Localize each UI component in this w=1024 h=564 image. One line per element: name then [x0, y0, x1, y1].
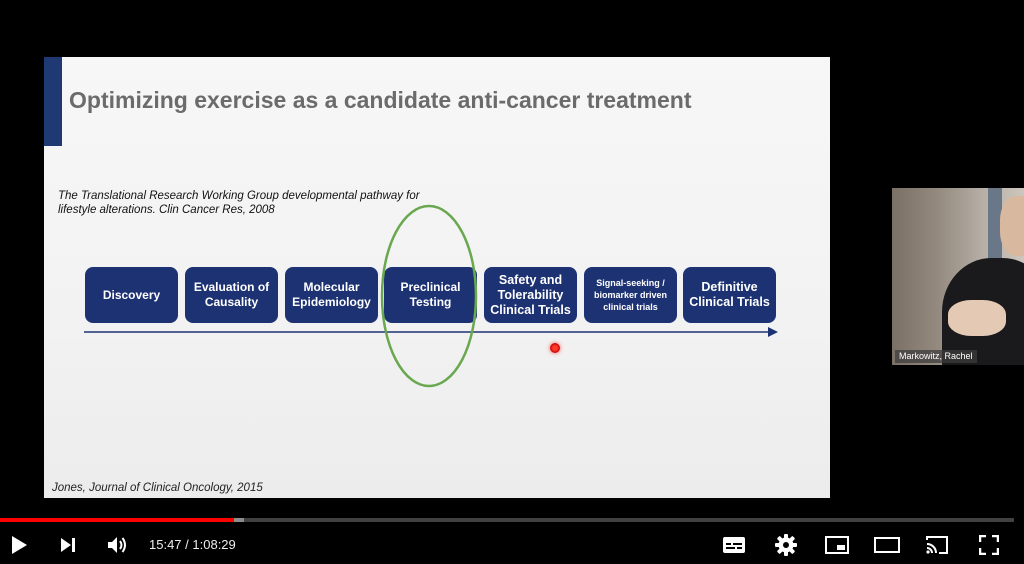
- webcam-thumbnail: Markowitz, Rachel: [892, 188, 1024, 365]
- presentation-slide: Optimizing exercise as a candidate anti-…: [44, 57, 830, 498]
- pathway-step-safety: Safety and Tolerability Clinical Trials: [484, 267, 577, 323]
- step-label: Clinical Trials: [689, 295, 770, 309]
- step-label: Signal-seeking /: [596, 278, 665, 288]
- cast-icon: [926, 536, 948, 554]
- step-label: Discovery: [102, 287, 161, 302]
- play-icon: [12, 536, 27, 554]
- settings-button[interactable]: [772, 526, 800, 564]
- step-label: Testing: [409, 295, 452, 309]
- webcam-person-face: [1000, 196, 1024, 256]
- pathway-step-causality: Evaluation of Causality: [185, 267, 278, 323]
- step-label: Clinical Trials: [490, 302, 571, 317]
- fullscreen-button[interactable]: [974, 526, 1004, 564]
- step-label: clinical trials: [603, 302, 658, 312]
- volume-icon: [108, 537, 126, 553]
- highlight-ellipse: [380, 204, 478, 388]
- play-button[interactable]: [4, 526, 34, 564]
- slide-source: Jones, Journal of Clinical Oncology, 201…: [52, 482, 263, 494]
- pathway-step-preclinical: Preclinical Testing: [384, 267, 477, 323]
- step-label: Definitive: [701, 280, 758, 294]
- miniplayer-icon: [825, 536, 849, 554]
- settings-icon: [775, 534, 797, 556]
- next-icon: [61, 538, 75, 552]
- progress-bar[interactable]: [0, 518, 1014, 522]
- pathway-step-epidemiology: Molecular Epidemiology: [285, 267, 378, 323]
- pathway-step-discovery: Discovery: [85, 267, 178, 323]
- player-controls: 15:47 / 1:08:29: [0, 526, 1024, 564]
- time-separator: /: [181, 537, 193, 552]
- step-label: Evaluation of: [193, 280, 270, 294]
- participant-name-label: Markowitz, Rachel: [895, 350, 977, 363]
- slide-title: Optimizing exercise as a candidate anti-…: [69, 87, 692, 113]
- pathway-step-definitive: Definitive Clinical Trials: [683, 267, 776, 323]
- next-button[interactable]: [54, 526, 82, 564]
- step-label: Preclinical: [400, 280, 461, 294]
- webcam-person-hand: [948, 300, 1006, 336]
- pathway-step-signal-seeking: Signal-seeking / biomarker driven clinic…: [584, 267, 677, 323]
- citation-line-2: lifestyle alterations. Clin Cancer Res, …: [58, 204, 275, 216]
- subtitles-button[interactable]: [720, 526, 748, 564]
- slide-citation: The Translational Research Working Group…: [58, 189, 478, 217]
- theater-icon: [874, 537, 900, 553]
- step-label: Tolerability: [497, 287, 564, 302]
- pathway-arrow: [84, 327, 778, 337]
- time-display: 15:47 / 1:08:29: [149, 537, 236, 552]
- citation-line-1: The Translational Research Working Group…: [58, 190, 420, 202]
- theater-mode-button[interactable]: [872, 526, 902, 564]
- webcam-background-door: [988, 188, 1002, 278]
- step-label: biomarker driven: [593, 290, 668, 300]
- cast-button[interactable]: [922, 526, 952, 564]
- duration: 1:08:29: [192, 537, 236, 552]
- progress-played: [0, 518, 234, 522]
- step-label: Causality: [204, 295, 259, 309]
- step-label: Molecular: [303, 280, 360, 294]
- slide-accent-bar: [44, 57, 62, 146]
- laser-pointer: [550, 343, 560, 353]
- current-time: 15:47: [149, 537, 182, 552]
- miniplayer-button[interactable]: [822, 526, 852, 564]
- mute-button[interactable]: [104, 526, 132, 564]
- fullscreen-icon: [979, 535, 999, 555]
- step-label: Safety and: [498, 272, 563, 287]
- subtitles-icon: [723, 537, 745, 553]
- step-label: Epidemiology: [292, 295, 371, 309]
